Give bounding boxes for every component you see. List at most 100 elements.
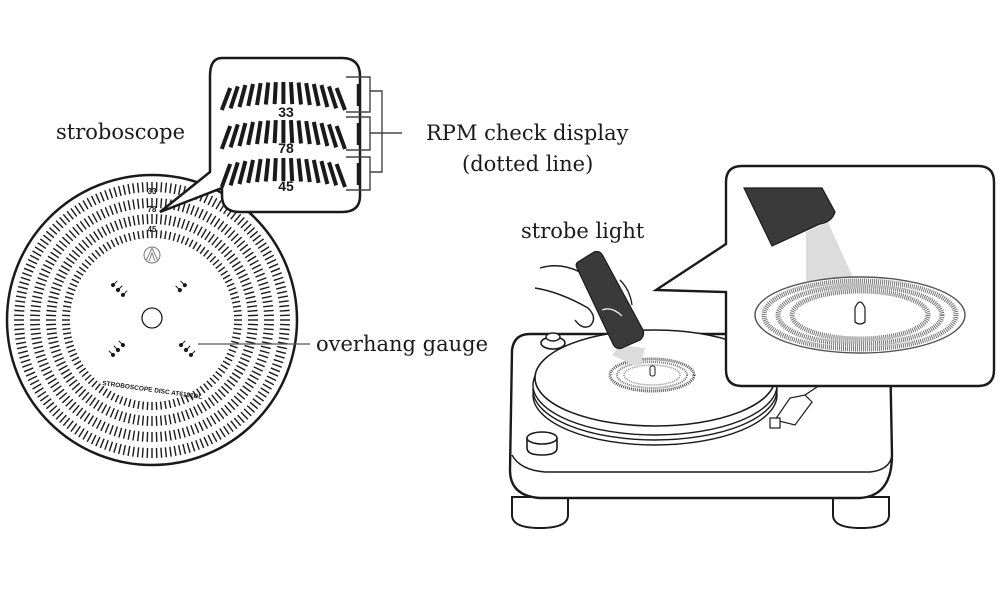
strobe-tick bbox=[132, 430, 136, 441]
strobe-tick bbox=[189, 222, 195, 233]
strobe-tick bbox=[211, 197, 218, 208]
strobe-tick bbox=[50, 251, 60, 259]
strobe-tick bbox=[228, 348, 237, 353]
strobe-tick bbox=[78, 388, 87, 398]
strobe-tick bbox=[55, 243, 65, 252]
strobe-tick bbox=[206, 252, 213, 260]
strobe-tick bbox=[247, 332, 258, 335]
strobe-tick bbox=[62, 213, 71, 223]
strobe-tick bbox=[123, 217, 128, 228]
strobe-tick bbox=[32, 295, 43, 299]
strobe-tick bbox=[214, 239, 223, 249]
strobe-tick bbox=[203, 249, 210, 257]
strobe-tick bbox=[110, 239, 116, 248]
strobe-tick bbox=[86, 432, 93, 443]
strobe-tick bbox=[168, 430, 172, 441]
strobe-tick bbox=[217, 388, 226, 398]
strobe-tick bbox=[39, 238, 49, 246]
strobe-tick bbox=[109, 205, 114, 216]
strobe-tick bbox=[180, 235, 185, 244]
strobe-tick bbox=[190, 441, 196, 452]
strobe-tick bbox=[209, 377, 217, 385]
strobe-tick bbox=[252, 234, 262, 242]
strobe-tick bbox=[229, 257, 239, 265]
strobe-tick bbox=[59, 216, 67, 226]
strobe-tick bbox=[23, 267, 34, 273]
callout-strobe-bar bbox=[246, 159, 255, 184]
strobe-tick bbox=[220, 223, 229, 233]
callout-strobe-bar bbox=[327, 161, 339, 187]
strobe-tick bbox=[87, 415, 95, 425]
strobe-tick bbox=[215, 371, 223, 378]
strobe-tick bbox=[258, 353, 269, 359]
strobe-tick bbox=[230, 398, 239, 407]
label-rpm-check-dotted: (dotted line) bbox=[462, 152, 594, 176]
strobe-tick bbox=[168, 400, 172, 409]
strobe-tick bbox=[105, 224, 111, 234]
strobe-tick bbox=[22, 272, 32, 277]
strobe-tick bbox=[123, 397, 128, 406]
strobe-tick bbox=[217, 266, 226, 273]
strobe-tick bbox=[52, 247, 62, 255]
strobe-tick bbox=[224, 404, 232, 414]
strobe-tick bbox=[39, 394, 49, 402]
strobe-tick bbox=[226, 282, 235, 288]
strobe-tick bbox=[137, 400, 140, 410]
strobe-tick bbox=[249, 401, 259, 410]
strobe-tick bbox=[209, 415, 217, 425]
strobe-tick bbox=[91, 417, 98, 427]
strobe-tick bbox=[223, 382, 233, 391]
strobe-tick bbox=[50, 348, 61, 354]
strobe-tick bbox=[164, 400, 167, 410]
strobe-tick bbox=[39, 272, 49, 278]
strobe-tick bbox=[46, 309, 57, 313]
strobe-tick bbox=[181, 202, 186, 213]
strobe-tick bbox=[246, 405, 256, 413]
strobe-tick bbox=[244, 251, 254, 259]
strobe-tick bbox=[213, 218, 221, 228]
strobe-tick bbox=[266, 375, 277, 382]
strobe-tick bbox=[273, 358, 284, 364]
strobe-tick bbox=[180, 396, 185, 405]
callout-strobe-bar bbox=[304, 82, 312, 106]
callout-strobe-bar bbox=[272, 120, 278, 144]
strobe-tick bbox=[195, 440, 200, 450]
strobe-tick bbox=[66, 344, 75, 349]
strobe-tick bbox=[14, 309, 25, 312]
callout-strobe-bar bbox=[272, 82, 278, 105]
callout-strobe-bar bbox=[289, 158, 295, 182]
strobe-tick bbox=[137, 230, 140, 240]
strobe-tick bbox=[194, 423, 200, 433]
strobe-tick bbox=[239, 388, 249, 397]
strobe-tick bbox=[132, 183, 135, 194]
strobe-tick bbox=[211, 236, 219, 246]
callout-strobe-bar bbox=[311, 159, 321, 184]
strobe-tick bbox=[100, 208, 106, 219]
strobe-tick bbox=[23, 367, 34, 373]
callout-strobe-bar bbox=[246, 121, 255, 146]
strobe-tick bbox=[32, 250, 42, 257]
strobe-tick bbox=[132, 199, 136, 210]
strobe-tick bbox=[76, 270, 84, 276]
strobe-tick bbox=[82, 430, 89, 440]
strobe-beam-small bbox=[612, 345, 645, 368]
strobe-tick bbox=[93, 231, 100, 241]
strobe-tick bbox=[17, 285, 28, 290]
strobe-tick bbox=[184, 394, 190, 403]
strobe-tick bbox=[29, 379, 40, 386]
strobe-tick bbox=[99, 191, 105, 202]
strobe-tick bbox=[192, 390, 198, 399]
strobe-tick bbox=[258, 281, 269, 287]
strobe-tick bbox=[202, 210, 209, 221]
callout-strobe-bar bbox=[272, 158, 278, 182]
strobe-tick bbox=[217, 410, 225, 420]
strobe-tick bbox=[110, 392, 116, 401]
strobe-tick bbox=[76, 364, 84, 370]
strobe-tick bbox=[61, 236, 71, 245]
strobe-tick bbox=[119, 235, 124, 244]
strobe-tick bbox=[239, 357, 250, 363]
strobe-tick bbox=[30, 309, 41, 312]
strobe-tick bbox=[160, 431, 163, 442]
strobe-tick bbox=[37, 242, 47, 250]
